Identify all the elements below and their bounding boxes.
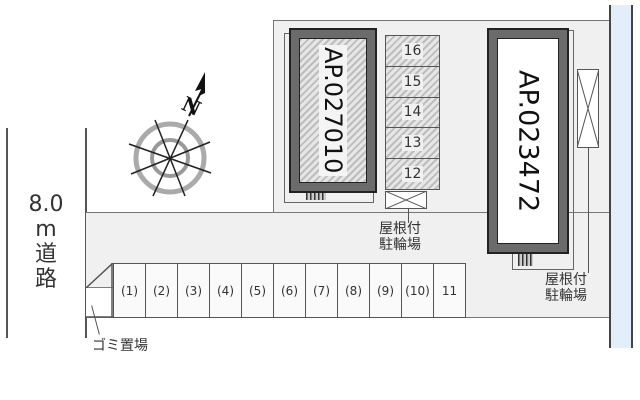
- parking-space-12[interactable]: 12: [385, 159, 440, 190]
- north-label: N: [178, 91, 205, 120]
- road-width: 8.0: [28, 192, 64, 217]
- parking-space-14[interactable]: 14: [385, 97, 440, 129]
- parking-space-11[interactable]: 11: [433, 263, 466, 318]
- bike-stack: 16 15 14 13 12: [385, 35, 440, 190]
- road-right-edge: [85, 128, 87, 338]
- bike-shelter-2-label: 屋根付 駐輪場: [545, 272, 587, 304]
- road-left-edge: [6, 128, 8, 338]
- parking-space-9[interactable]: (9): [369, 263, 401, 318]
- parking-space-3[interactable]: (3): [177, 263, 209, 318]
- bike-shelter-2-icon: [576, 68, 600, 149]
- building-2[interactable]: AP.023472: [487, 28, 569, 254]
- parking-space-4[interactable]: (4): [209, 263, 241, 318]
- bike-shelter-1-leader: [408, 209, 409, 223]
- bike-shelter-1-icon: [384, 190, 428, 210]
- road-name-2: 路: [34, 267, 57, 292]
- parking-space-16[interactable]: 16: [385, 35, 440, 67]
- road-unit: m: [35, 217, 57, 242]
- parking-space-5[interactable]: (5): [241, 263, 273, 318]
- garbage-area[interactable]: [85, 262, 114, 318]
- garbage-label: ゴミ置場: [92, 338, 148, 354]
- parking-space-7[interactable]: (7): [305, 263, 337, 318]
- parking-space-1[interactable]: (1): [113, 263, 145, 318]
- building-1[interactable]: AP.027010: [289, 28, 377, 193]
- parking-space-2[interactable]: (2): [145, 263, 177, 318]
- parking-space-15[interactable]: 15: [385, 66, 440, 98]
- river: [609, 5, 633, 348]
- parking-space-6[interactable]: (6): [273, 263, 305, 318]
- building-1-stairs-icon: [306, 193, 326, 200]
- compass-icon: N: [125, 68, 220, 198]
- parking-space-10[interactable]: (10): [401, 263, 433, 318]
- bike-shelter-2-leader: [588, 148, 589, 273]
- building-1-id: AP.027010: [319, 45, 347, 176]
- building-2-id: AP.023472: [512, 69, 544, 213]
- bike-shelter-1-label: 屋根付 駐輪場: [379, 221, 421, 253]
- road-name-1: 道: [34, 242, 57, 267]
- parking-space-8[interactable]: (8): [337, 263, 369, 318]
- parking-row: (1) (2) (3) (4) (5) (6) (7) (8) (9) (10)…: [113, 263, 466, 318]
- building-2-stairs-icon: [518, 254, 533, 266]
- road-label: 8.0 m 道 路: [14, 192, 78, 292]
- parking-space-13[interactable]: 13: [385, 128, 440, 160]
